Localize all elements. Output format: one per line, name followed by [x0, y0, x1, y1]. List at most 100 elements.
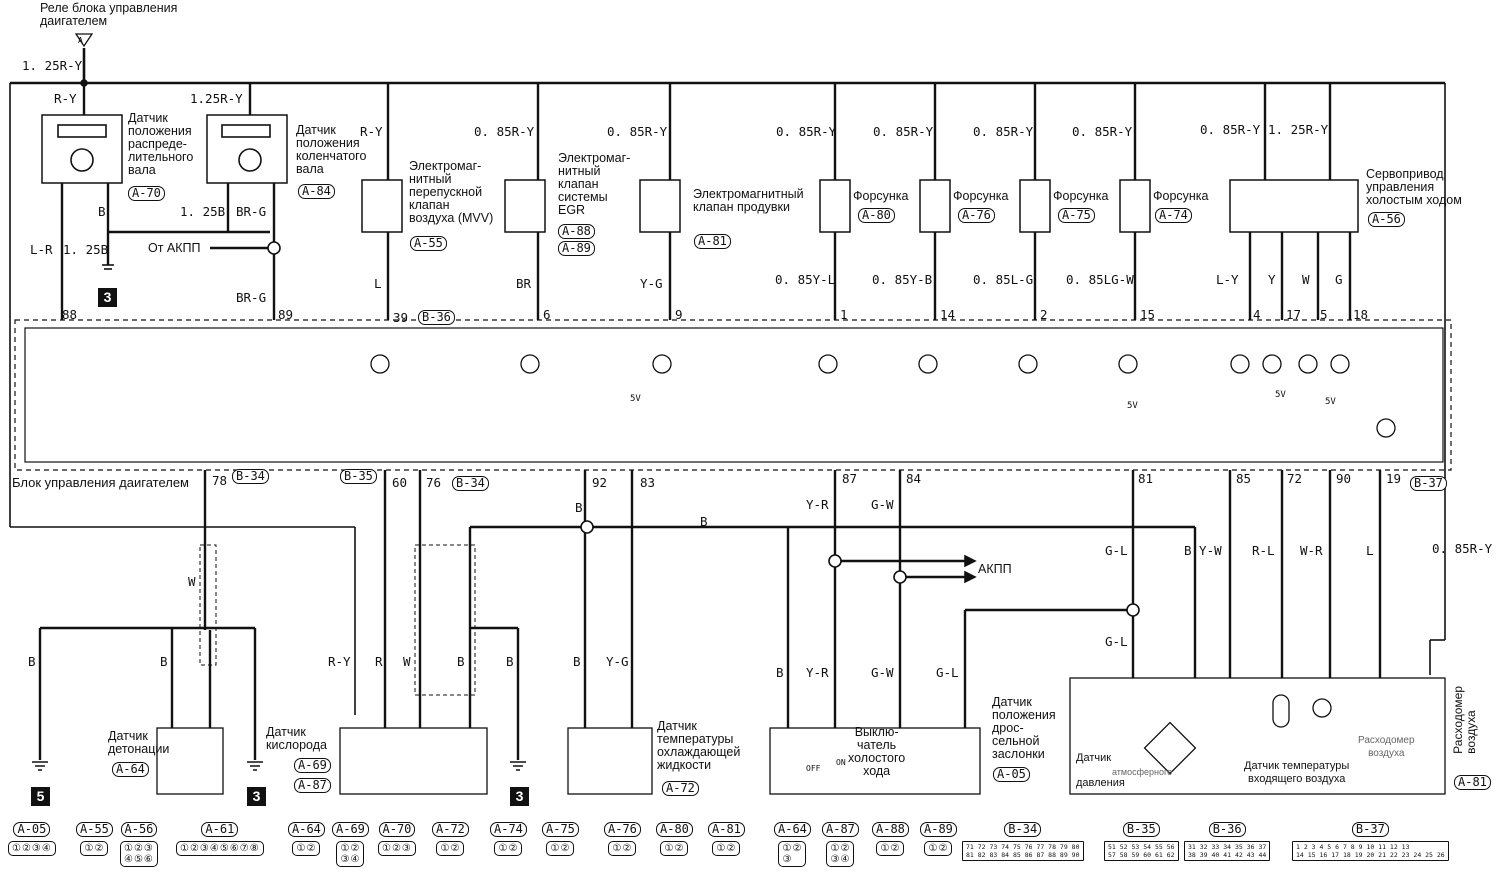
ref-a81b: A-81	[1454, 775, 1491, 790]
mvv-label: Электромаг- нитный перепускной клапан во…	[409, 159, 494, 225]
connector-body: ①②	[876, 841, 905, 856]
wire-yr2: Y-R	[806, 665, 829, 680]
knock-sensor-label: Датчик детонации	[108, 729, 170, 756]
wire-inj1: 0. 85R-Y	[776, 124, 837, 139]
connector-body: ①②③④	[8, 841, 56, 856]
ref-a05: A-05	[993, 767, 1030, 782]
wire-w-o2: W	[403, 654, 411, 669]
pin-4: 4	[1253, 307, 1261, 322]
wire-g: G	[1335, 272, 1343, 287]
connector-body: ①②	[660, 841, 689, 856]
connector-ref: B-37	[1351, 822, 1389, 837]
connector-ref: A-64	[288, 822, 325, 837]
connector-ref: A-87	[822, 822, 859, 837]
injector-label-1: Форсунка	[853, 189, 909, 203]
injector-label-2: Форсунка	[953, 189, 1009, 203]
tps-label: Датчик положения дрос- сельной заслонки	[992, 695, 1056, 761]
ref-a80: A-80	[858, 208, 895, 223]
wire-gl: G-L	[1105, 543, 1128, 558]
label-on: ON	[836, 758, 846, 767]
pin-84: 84	[906, 471, 922, 486]
ref-b34: B-34	[232, 469, 269, 484]
pin-90: 90	[1336, 471, 1352, 486]
wire-b-left: B	[28, 654, 36, 669]
pin-81: 81	[1138, 471, 1154, 486]
connector-ref: A-56	[120, 822, 158, 837]
wire-servo2: 1. 25R-Y	[1268, 122, 1329, 137]
wire-l-maf: L	[1366, 543, 1374, 558]
pin-72: 72	[1287, 471, 1303, 486]
wire-lr: L-R	[30, 242, 53, 257]
baro-label-2: атмосферного	[1112, 767, 1173, 777]
relay-letter: A	[78, 36, 83, 45]
idle-servo-label: Сервопривод управления холостым ходом	[1366, 167, 1462, 207]
label-5v-2: 5V	[1127, 401, 1138, 411]
ref-a89: A-89	[558, 241, 595, 256]
ref-a87: A-87	[294, 778, 331, 793]
pin-87: 87	[842, 471, 858, 486]
ref-a81: A-81	[694, 234, 731, 249]
connector-body: ①②	[712, 841, 741, 856]
connector-body: ①②	[494, 841, 523, 856]
wire-r85-purge: 0. 85R-Y	[607, 124, 668, 139]
cam-sensor-label: Датчик положения распреде- лительного ва…	[128, 111, 194, 177]
ref-a70: A-70	[128, 186, 165, 201]
connector-body: ①② ③④	[336, 841, 365, 867]
ref-a74: A-74	[1155, 208, 1192, 223]
o2-sensor-label: Датчик кислорода	[266, 725, 327, 752]
pin-15: 15	[1140, 307, 1156, 322]
wire-knock-w: W	[188, 574, 196, 589]
connector-ref: A-76	[604, 822, 641, 837]
wire-l: L	[374, 276, 382, 291]
connector-ref: A-70	[378, 822, 416, 837]
wire-b: B	[98, 204, 106, 219]
wire-lgw: 0. 85LG-W	[1066, 272, 1134, 287]
wire-b-bus: B	[700, 514, 708, 529]
connector-ref: A-64	[774, 822, 811, 837]
connector-body: ①②	[608, 841, 637, 856]
connector-body: ①②	[924, 841, 953, 856]
connector-ref: A-61	[201, 822, 239, 837]
ecu-title: Блок управления даигателем	[12, 475, 189, 490]
pin-9: 9	[675, 307, 683, 322]
connector-ref: A-74	[490, 822, 527, 837]
wire-inj2: 0. 85R-Y	[873, 124, 934, 139]
baro-label: Датчик	[1076, 752, 1112, 764]
idle-switch-label: Выклю- чатель холостого хода	[848, 725, 906, 778]
ref-a69: A-69	[294, 758, 331, 773]
pin-6: 6	[543, 307, 551, 322]
pin-19: 19	[1386, 471, 1402, 486]
connector-ref: B-35	[1122, 822, 1160, 837]
purge-label: Электромагнитный клапан продувки	[693, 187, 804, 214]
connector-body: ①② ③④	[826, 841, 855, 867]
ref-a84: A-84	[298, 184, 335, 199]
injector-label-4: Форсунка	[1153, 189, 1209, 203]
pin-88: 88	[62, 307, 78, 322]
connector-body: ①②	[546, 841, 575, 856]
pin-14: 14	[940, 307, 956, 322]
connector-body: ①②③	[378, 841, 416, 856]
connector-ref: A-72	[432, 822, 469, 837]
pin-18: 18	[1353, 307, 1369, 322]
egr-label: Электромаг- нитный клапан системы EGR	[558, 151, 631, 217]
wire-gw2: G-W	[871, 665, 894, 680]
connector-body: 71 72 73 74 75 76 77 78 79 80 81 82 83 8…	[962, 841, 1084, 861]
wire-byw: B Y-W	[1184, 543, 1222, 558]
ref-a56: A-56	[1368, 212, 1405, 227]
connector-a-70-6: A-70 ①②③	[378, 822, 416, 856]
connector-body: ①②	[80, 841, 109, 856]
wire-r85-egr: 0. 85R-Y	[474, 124, 535, 139]
wire-w: W	[1302, 272, 1310, 287]
connector-body: ①②	[292, 841, 321, 856]
pin-92: 92	[592, 475, 608, 490]
ground-3b: 3	[247, 787, 266, 806]
pin-85: 85	[1236, 471, 1252, 486]
wire-ry125: 1.25R-Y	[190, 91, 243, 106]
